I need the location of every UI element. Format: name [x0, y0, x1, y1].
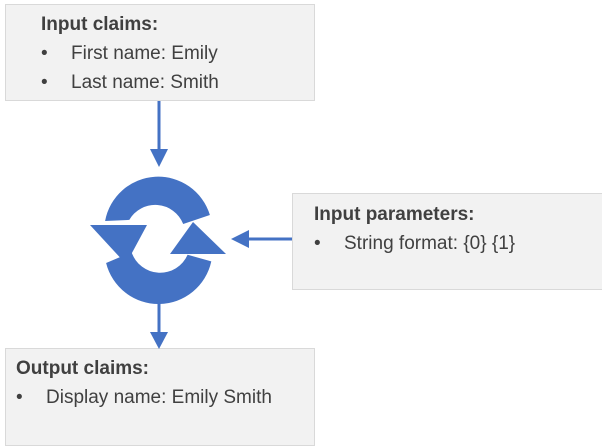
- arrow-down-icon: [150, 101, 168, 167]
- input-claims-title: Input claims:: [41, 14, 159, 35]
- refresh-cycle-icon: [90, 176, 226, 305]
- bullet: •: [314, 233, 321, 254]
- arrow-left-icon: [231, 230, 292, 248]
- output-claims-title: Output claims:: [16, 358, 150, 379]
- input-claims-box: Input claims: • First name: Emily • Last…: [5, 4, 315, 101]
- input-claim-last-name: Last name: Smith: [71, 72, 219, 93]
- output-claims-box: Output claims: • Display name: Emily Smi…: [5, 348, 315, 446]
- input-parameters-title: Input parameters:: [314, 204, 475, 225]
- arrow-down-icon: [150, 297, 168, 349]
- input-parameters-box: Input parameters: • String format: {0} {…: [292, 193, 602, 290]
- output-claim-display-name: Display name: Emily Smith: [46, 387, 272, 408]
- bullet: •: [41, 43, 48, 64]
- input-parameter-string-format: String format: {0} {1}: [344, 233, 516, 254]
- bullet: •: [41, 72, 48, 93]
- bullet: •: [16, 387, 23, 408]
- input-claim-first-name: First name: Emily: [71, 43, 218, 64]
